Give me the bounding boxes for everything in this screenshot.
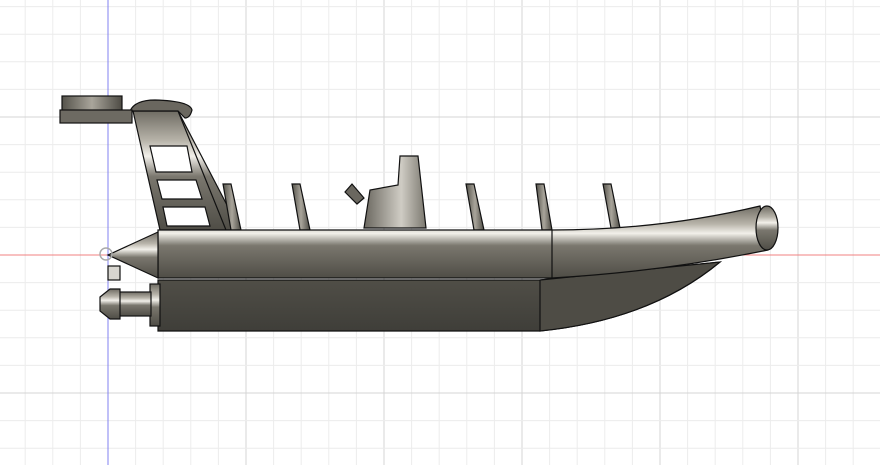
motor-shaft (114, 291, 152, 317)
radar-box (61, 95, 123, 112)
arch-dome (129, 99, 193, 119)
arch-window (162, 206, 211, 227)
motor-prop (99, 288, 121, 320)
seat-posts (222, 183, 621, 231)
hull-bow (539, 261, 722, 332)
tube-stern-cone (106, 231, 159, 279)
radar-plate (59, 109, 133, 124)
arch-window (156, 179, 203, 200)
arch-window (149, 145, 193, 173)
boat-model[interactable] (59, 95, 779, 332)
tube-nose (755, 205, 779, 251)
origin-point[interactable] (99, 247, 113, 261)
stern-bracket (107, 265, 121, 281)
console (363, 155, 427, 229)
steering-wheel (344, 183, 365, 205)
